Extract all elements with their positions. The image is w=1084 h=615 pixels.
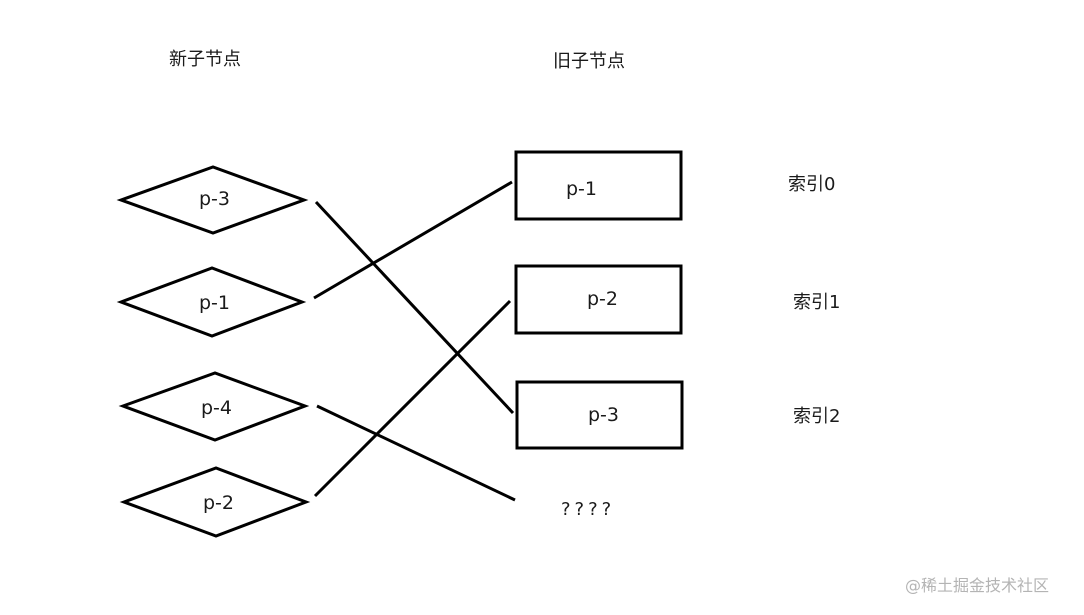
- old-node-label-2: p-2: [587, 288, 619, 310]
- new-node-diamond-1: [116, 165, 309, 235]
- new-node-diamond-3: [118, 371, 310, 442]
- old-children-header: 旧子节点: [553, 51, 625, 72]
- new-node-label-3: p-4: [201, 397, 233, 419]
- new-node-diamond-4: [119, 466, 311, 538]
- old-node-box-1: [514, 150, 683, 221]
- old-node-box-2: [514, 264, 683, 335]
- new-node-label-2: p-1: [199, 292, 231, 314]
- old-node-label-3: p-3: [588, 404, 620, 426]
- link-p2-to-old-p2: [313, 299, 512, 498]
- link-p4-to-unmatched: [316, 404, 516, 502]
- new-node-label-1: p-3: [199, 188, 231, 210]
- old-node-label-1: p-1: [566, 178, 598, 200]
- new-children-header: 新子节点: [169, 49, 241, 70]
- link-p1-to-old-p1: [313, 180, 513, 300]
- index-label-2: 索引2: [793, 406, 841, 427]
- link-p3-to-old-p3: [314, 200, 515, 415]
- old-node-box-3: [515, 380, 684, 450]
- index-label-1: 索引1: [793, 292, 841, 313]
- new-node-label-4: p-2: [203, 492, 235, 514]
- watermark: @稀土掘金技术社区: [905, 576, 1050, 595]
- unmatched-marker: ????: [561, 499, 616, 520]
- new-node-diamond-2: [116, 266, 307, 338]
- index-label-0: 索引0: [788, 174, 836, 195]
